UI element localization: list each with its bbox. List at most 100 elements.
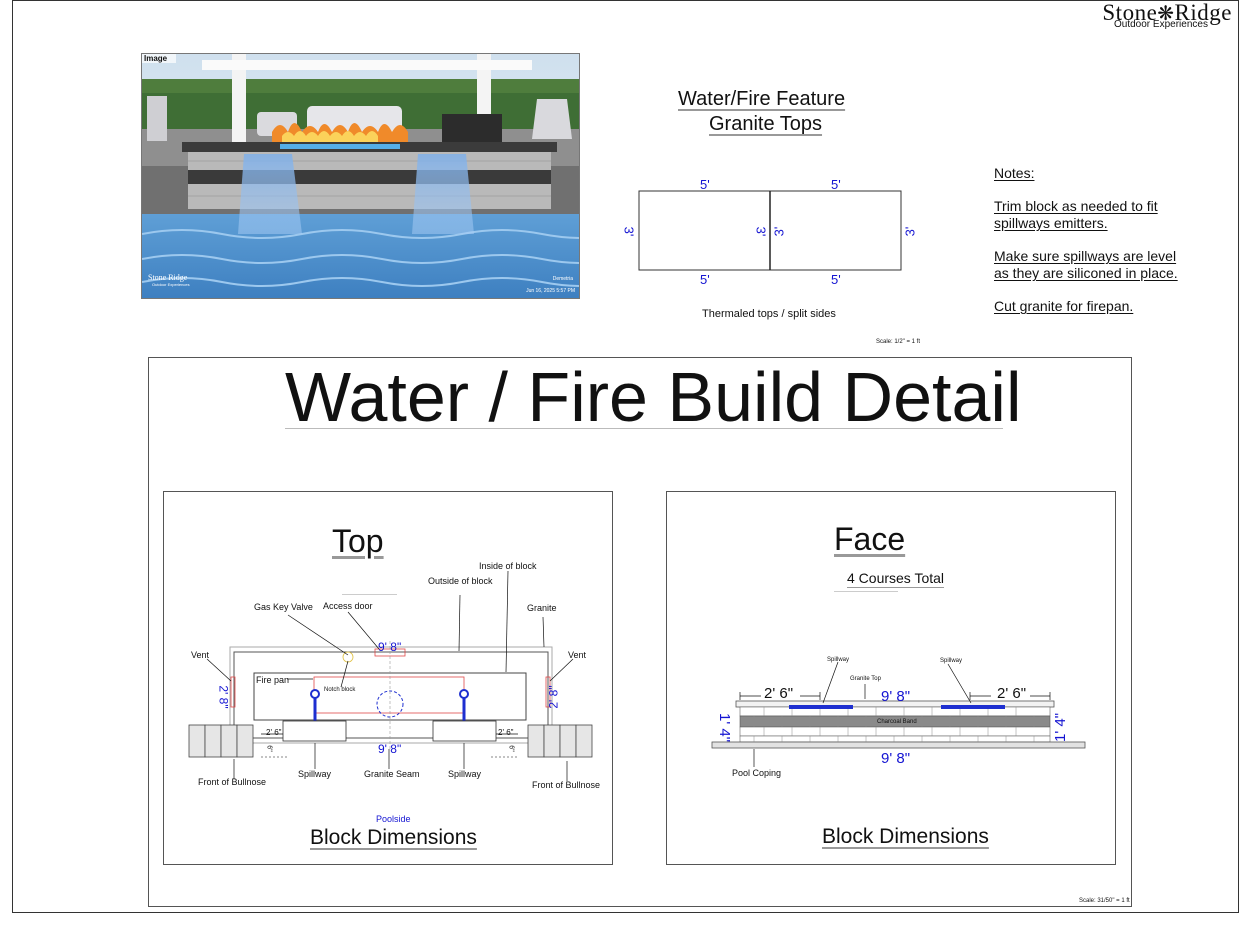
photo-caption-date: Jun 16, 2025 5:57 PM — [526, 288, 575, 294]
brand-name-right: Ridge — [1174, 0, 1232, 25]
face-spillway-right — [941, 705, 1005, 709]
photo-caption-name: Demetria — [552, 276, 573, 282]
granite-dim-side-outer-right: 3' — [902, 226, 918, 237]
granite-tops-caption: Thermaled tops / split sides — [702, 308, 836, 320]
label-vent-left: Vent — [191, 650, 210, 660]
label-front-bullnose-left: Front of Bullnose — [198, 777, 267, 787]
granite-dim-side-inner-left: 3' — [753, 226, 769, 237]
note-1-line2: spillways emitters. — [994, 215, 1108, 231]
label-fire-pan: Fire pan — [256, 675, 290, 685]
note-2-line2: as they are siliconed in place. — [994, 265, 1178, 281]
spillway-box-left — [282, 720, 347, 742]
face-dim-bottom-length: 9' 8" — [881, 750, 911, 767]
vent-left-outline — [230, 676, 236, 708]
build-detail-title-underline — [285, 428, 1003, 429]
top-plan-drawing — [188, 570, 593, 781]
label-spillway-right: Spillway — [448, 769, 482, 779]
dim-spill-left: 2' 6" — [266, 728, 282, 737]
face-spillway-left — [789, 705, 853, 709]
face-panel-title: Face — [834, 521, 906, 557]
label-granite: Granite — [527, 603, 557, 613]
granite-tops-title-line2: Granite Tops — [709, 113, 823, 135]
face-elevation-drawing — [711, 661, 1086, 767]
granite-dim-side-outer-left: 3' — [621, 226, 637, 237]
build-detail-frame — [148, 357, 1132, 907]
face-dim-height-right: 1' 4" — [1052, 712, 1070, 743]
face-pool-coping — [711, 741, 1086, 749]
drawing-sheet-border — [12, 0, 1239, 913]
dim-left-depth: 2' 8" — [216, 685, 231, 709]
granite-dim-top-right: 5' — [831, 177, 841, 192]
build-detail-title: Water / Fire Build Detail — [285, 358, 1022, 436]
rendering-illustration — [142, 54, 579, 298]
face-label-granite-top: Granite Top — [850, 676, 881, 682]
face-panel-divider — [834, 591, 898, 592]
spillway-emitter-left-head — [310, 689, 320, 699]
face-block-joints — [753, 707, 1035, 742]
photo-watermark-tagline: Outdoor Experiences — [152, 282, 190, 287]
face-label-spillway-right: Spillway — [940, 658, 963, 664]
dim-top-length: 9' 8" — [378, 640, 402, 654]
fire-pan-outline — [313, 676, 465, 714]
granite-tops-title-line1: Water/Fire Feature — [678, 88, 846, 110]
top-panel-divider — [342, 594, 397, 595]
face-panel-subtitle: 4 Courses Total — [847, 570, 945, 586]
bullnose-blocks-right — [527, 724, 593, 758]
stone-logo-icon: ❋ — [1157, 3, 1175, 25]
label-granite-seam: Granite Seam — [364, 769, 420, 779]
dim-spill-right: 2' 6" — [498, 728, 514, 737]
note-1-line1: Trim block as needed to fit — [994, 198, 1158, 214]
photo-label: Image — [144, 54, 168, 63]
face-panel-frame — [666, 491, 1116, 865]
brand-name-left: Stone — [1102, 0, 1158, 25]
top-panel-title: Top — [332, 523, 384, 559]
dim-right-depth: 2' 8" — [546, 685, 561, 709]
face-dim-center-span: 9' 8" — [881, 688, 911, 705]
brand-tagline: Outdoor Experiences — [1114, 19, 1208, 30]
label-gas-key-valve: Gas Key Valve — [254, 602, 313, 612]
outside-block-outline — [233, 651, 549, 739]
face-panel-footer: Block Dimensions — [822, 825, 989, 848]
label-vent-right: Vent — [568, 650, 587, 660]
granite-dim-top-left: 5' — [700, 177, 710, 192]
granite-dim-bottom-right: 5' — [831, 272, 841, 287]
feature-rendering-image: Image Stone Ridge Outdoor Experiences De… — [141, 53, 580, 299]
top-panel-footer: Block Dimensions — [310, 826, 477, 849]
label-front-bullnose-right: Front of Bullnose — [532, 780, 601, 790]
granite-tops-diagram — [638, 190, 902, 271]
dim-bottom-length: 9' 8" — [378, 742, 402, 756]
gas-key-valve-marker — [342, 651, 354, 663]
note-3-line1: Cut granite for firepan. — [994, 298, 1134, 314]
label-spillway-left: Spillway — [298, 769, 332, 779]
label-inside-of-block: Inside of block — [479, 561, 537, 571]
dim-setback-left: 6" — [265, 745, 273, 752]
photo-watermark-logo: Stone Ridge — [148, 273, 188, 282]
spillway-box-right — [432, 720, 497, 742]
granite-dim-bottom-left: 5' — [700, 272, 710, 287]
label-access-door: Access door — [323, 601, 373, 611]
granite-cap-outline — [229, 646, 553, 744]
face-dim-right-span: 2' 6" — [997, 685, 1027, 702]
label-notch-block: Notch block — [324, 687, 356, 693]
granite-tops-scale: Scale: 1/2" = 1 ft — [876, 339, 920, 345]
face-dimension-lines — [739, 661, 1051, 767]
vent-right-outline — [545, 676, 551, 708]
face-label-spillway-left: Spillway — [827, 657, 850, 663]
face-course-4 — [739, 735, 1051, 743]
bullnose-blocks-left — [188, 724, 254, 758]
dim-setback-right: 6" — [507, 745, 515, 752]
face-dim-height-left: 1' 4" — [716, 712, 734, 743]
face-dim-left-span: 2' 6" — [764, 685, 794, 702]
face-label-charcoal-band: Charcoal Band — [877, 719, 917, 725]
top-panel-frame — [163, 491, 613, 865]
spillway-emitter-right-head — [459, 689, 469, 699]
top-leader-lines — [206, 570, 574, 781]
label-poolside: Poolside — [376, 814, 411, 824]
note-2-line1: Make sure spillways are level — [994, 248, 1177, 264]
notes-heading: Notes: — [994, 165, 1035, 181]
label-outside-of-block: Outside of block — [428, 576, 493, 586]
face-course-3 — [739, 726, 1051, 737]
build-detail-scale: Scale: 31/50" = 1 ft — [1079, 898, 1130, 904]
granite-dim-side-inner-right: 3' — [771, 226, 787, 237]
brand-logo: Stone❋Ridge — [1102, 0, 1232, 26]
